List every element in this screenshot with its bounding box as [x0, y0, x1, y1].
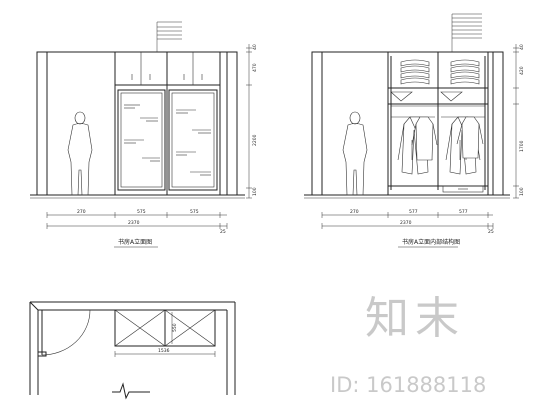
dim-bottom-2b: 577 — [409, 209, 418, 215]
elevation-view-front: 40 470 2200 100 270 575 575 2370 25 书房A立… — [30, 21, 258, 248]
human-figure-icon — [67, 111, 93, 196]
dim-right-2: 470 — [252, 63, 258, 72]
view-caption-2: 书房A立面内部结构图 — [402, 238, 460, 246]
watermark-logo: 知末 — [365, 293, 465, 344]
right-wall-hatch — [226, 51, 238, 196]
dim-end-2: 25 — [488, 229, 494, 235]
hanging-shirt-icon — [411, 116, 438, 161]
dim-right-4: 100 — [252, 187, 258, 196]
dim-bottom-1: 270 — [77, 209, 86, 215]
dim-right-1: 40 — [252, 44, 258, 50]
plan-dim-panel: 550 — [172, 323, 178, 332]
bottom-dimension-chain-2: 270 577 577 2370 25 — [321, 209, 494, 235]
dim-right-4b: 100 — [519, 187, 525, 196]
dim-bottom-2: 575 — [137, 209, 146, 215]
human-figure-icon-2 — [342, 111, 368, 196]
bottom-dimension-chain: 270 575 575 2370 25 — [46, 209, 228, 235]
hanging-shirt-icon-2 — [456, 116, 484, 159]
dim-bottom-3: 575 — [190, 209, 199, 215]
plan-view: 550 1536 — [29, 301, 236, 400]
dim-bottom-3b: 577 — [459, 209, 468, 215]
dim-right-3b: 1700 — [519, 140, 525, 152]
view-caption: 书房A立面图 — [118, 238, 152, 246]
dim-end: 25 — [220, 229, 226, 235]
watermark-id: ID: 161888118 — [330, 373, 486, 397]
dim-bottom-1b: 270 — [350, 209, 359, 215]
top-dimension-tags-2 — [451, 13, 482, 52]
dim-total-2: 2370 — [400, 220, 412, 226]
elevation-view-interior: 40 420 1700 100 270 577 577 2370 25 书房A立… — [304, 13, 525, 248]
dim-right-3: 2200 — [252, 134, 258, 146]
door-swing-icon — [37, 309, 91, 357]
top-dimension-tags — [156, 21, 182, 52]
dim-right-2b: 420 — [519, 66, 525, 75]
left-wall-hatch — [36, 51, 48, 196]
folded-clothes-icon — [400, 59, 480, 85]
right-wall-hatch-2 — [492, 51, 504, 196]
left-wall-hatch-2 — [311, 51, 323, 196]
watermark: 知末 ID: 161888118 — [330, 293, 486, 397]
dim-total: 2370 — [128, 220, 140, 226]
right-dimension-chain: 40 470 2200 100 — [246, 44, 258, 199]
right-dimension-chain-2: 40 420 1700 100 — [513, 44, 525, 199]
plan-dim-width: 1536 — [158, 348, 170, 354]
dim-right-1b: 40 — [519, 44, 525, 50]
